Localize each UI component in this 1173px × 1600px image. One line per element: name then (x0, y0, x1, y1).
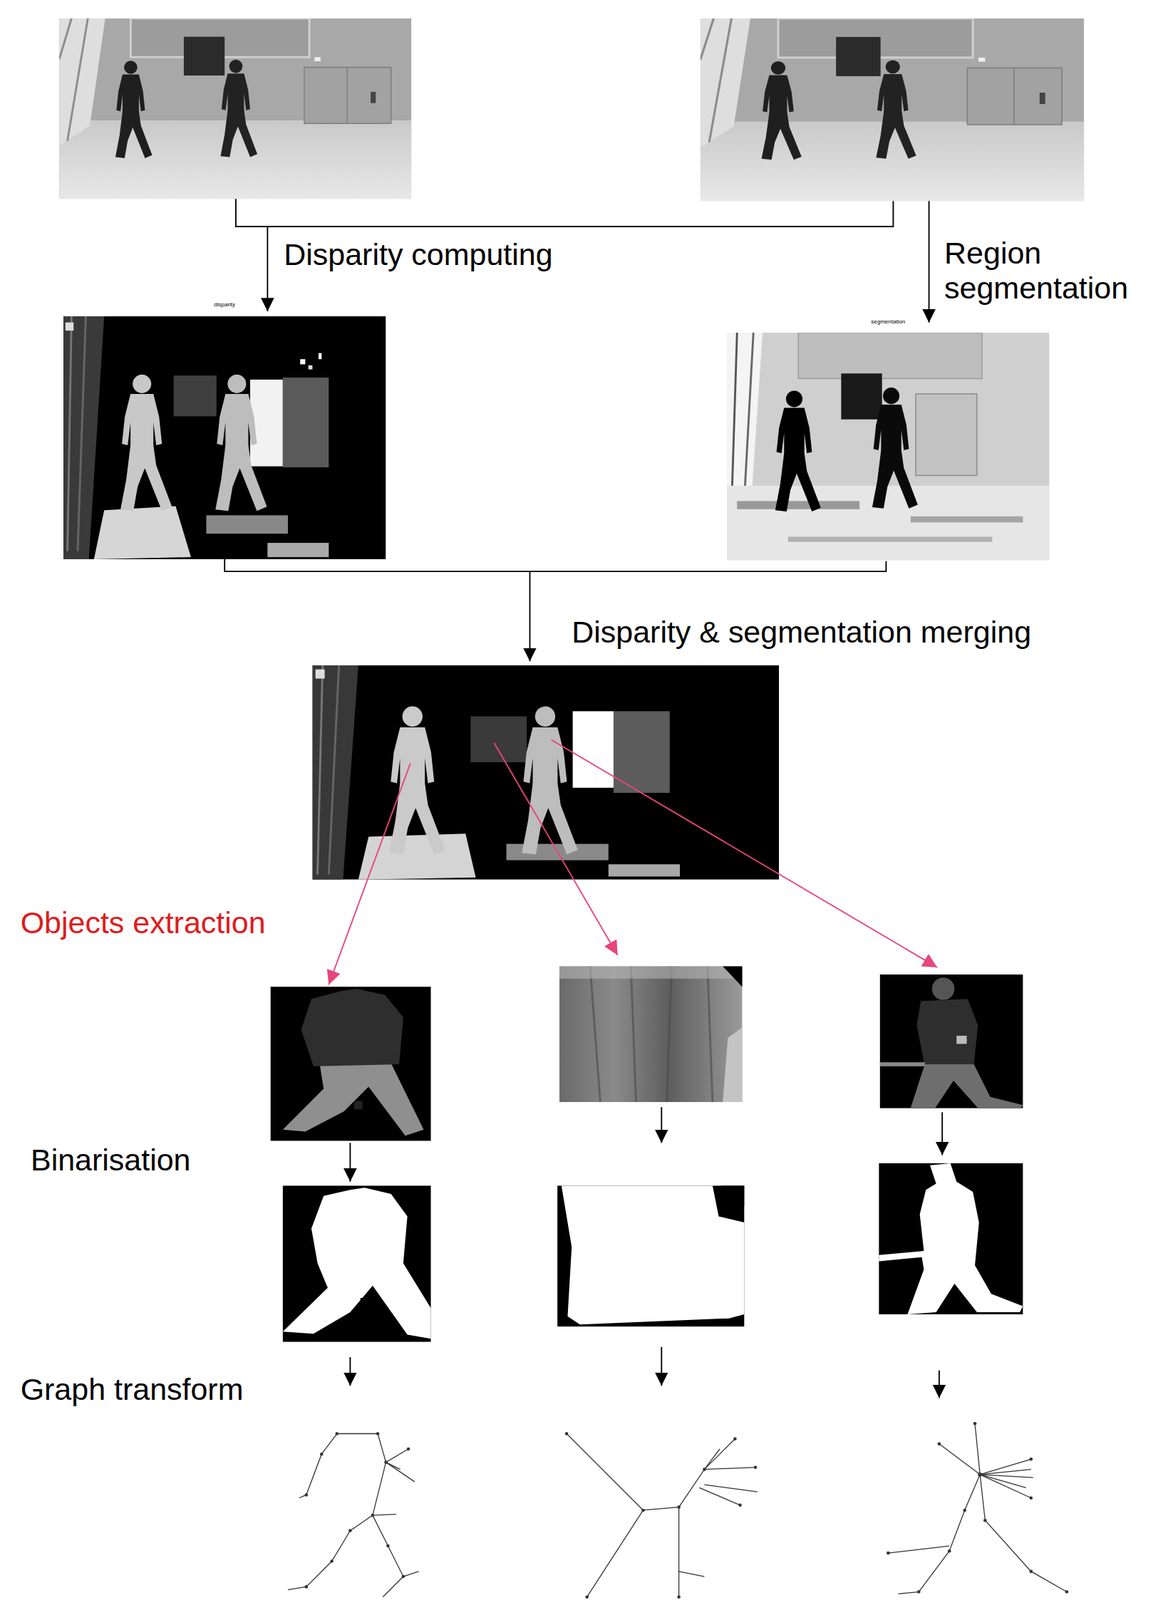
image-panel: disparity (63, 302, 387, 560)
step-label: Region segmentation (944, 235, 1161, 306)
step-label: Objects extraction (20, 906, 266, 942)
step-label: Disparity computing (283, 237, 553, 273)
image-panel: segmentation (726, 319, 1050, 561)
step-label: Disparity & segmentation merging (571, 615, 1032, 650)
panel-title: disparity (212, 302, 237, 308)
step-label: Graph transform (20, 1372, 244, 1408)
step-label: Binarisation (30, 1143, 191, 1178)
panel-title: segmentation (869, 319, 907, 325)
